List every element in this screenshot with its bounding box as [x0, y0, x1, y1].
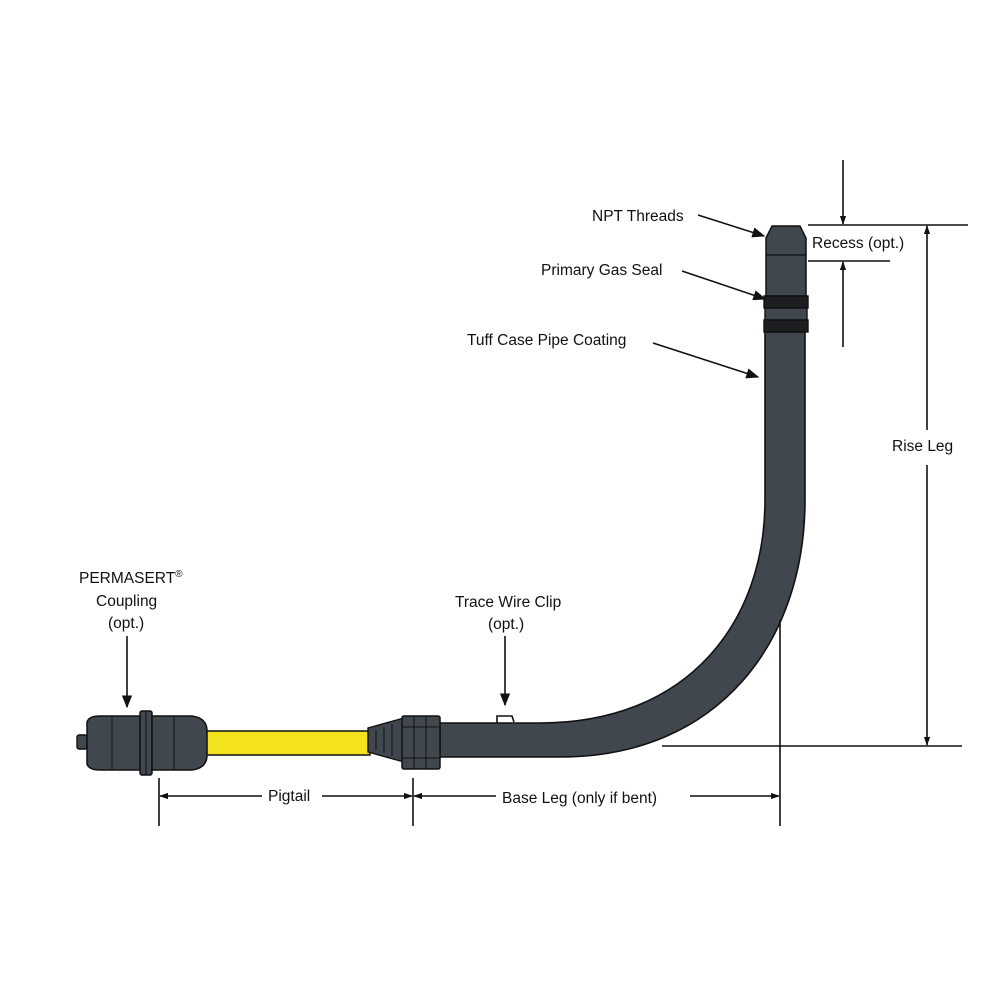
pigtail-label: Pigtail	[268, 788, 310, 805]
riser-head	[763, 225, 809, 333]
riser-pipe-body	[439, 331, 806, 758]
rise-leg-label: Rise Leg	[892, 438, 953, 455]
registered-mark: ®	[175, 569, 183, 580]
base-leg-label: Base Leg (only if bent)	[502, 790, 657, 807]
permasert-brand: PERMASERT	[79, 570, 176, 587]
npt-threads-label: NPT Threads	[592, 208, 684, 225]
recess-label: Recess (opt.)	[812, 235, 904, 252]
pigtail-tube	[204, 730, 371, 756]
tuff-case-leader	[652, 342, 760, 379]
permasert-label-line3: (opt.)	[108, 615, 144, 632]
permasert-label-line1: PERMASERT®	[79, 569, 183, 587]
transition-fitting	[367, 715, 441, 770]
trace-wire-label-line1: Trace Wire Clip	[455, 594, 561, 611]
tuff-case-label: Tuff Case Pipe Coating	[467, 332, 626, 349]
npt-threads-leader	[697, 214, 766, 238]
permasert-coupling	[76, 710, 208, 776]
gas-seal-band-upper	[763, 295, 809, 309]
gas-seal-leader	[681, 270, 767, 301]
primary-gas-seal-label: Primary Gas Seal	[541, 262, 662, 279]
gas-seal-band-lower	[763, 319, 809, 333]
trace-wire-clip	[496, 715, 515, 723]
trace-wire-label-line2: (opt.)	[488, 616, 524, 633]
permasert-label-line2: Coupling	[96, 593, 157, 610]
